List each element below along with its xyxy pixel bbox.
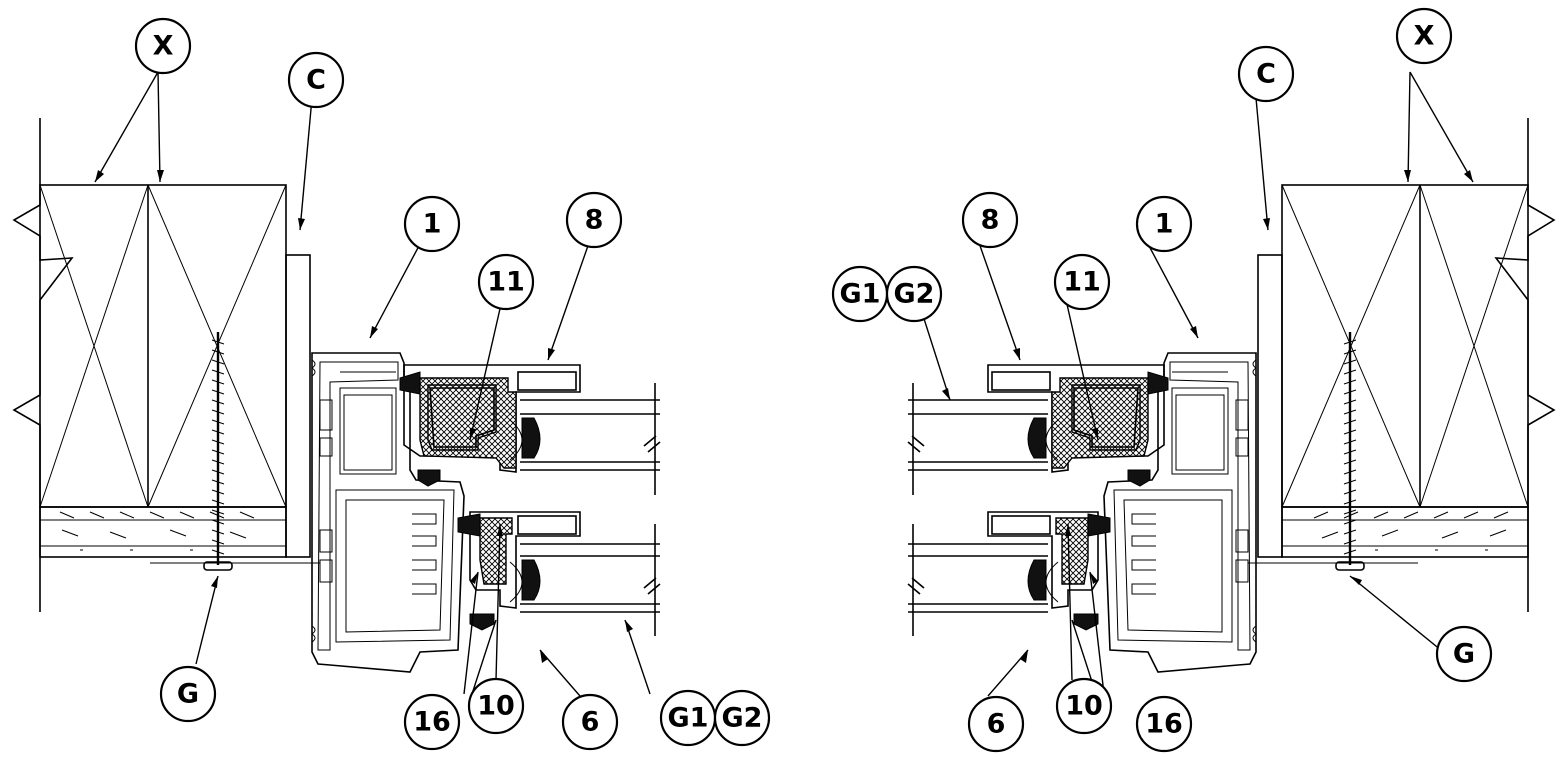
right-leaders — [917, 71, 1474, 697]
callout-x-label: X — [1414, 21, 1435, 52]
callout-g1-label: G1 — [668, 703, 709, 734]
callout-10-label: 10 — [1065, 691, 1103, 722]
callout-g2-label: G2 — [894, 279, 935, 310]
callout-x-left: X — [134, 17, 192, 75]
callout-x-label: X — [153, 31, 174, 62]
left-detail: X C 1 8 11 G 16 10 — [12, 17, 771, 751]
callout-6-right: 6 — [967, 695, 1025, 753]
callout-g1-left: G1 — [659, 689, 717, 747]
callout-g2-left: G2 — [713, 689, 771, 747]
callout-11-label: 11 — [487, 267, 525, 298]
left-leaders — [94, 71, 651, 697]
callout-11-left: 11 — [477, 253, 535, 311]
callout-c-right: C — [1237, 45, 1295, 103]
callout-g-label: G — [177, 679, 199, 710]
callout-1-right: 1 — [1135, 195, 1193, 253]
callout-10-right: 10 — [1055, 677, 1113, 735]
callout-1-left: 1 — [403, 195, 461, 253]
callout-8-right: 8 — [961, 191, 1019, 249]
callout-c-label: C — [306, 65, 326, 96]
callout-8-label: 8 — [585, 205, 604, 236]
callout-g2-right: G2 — [885, 265, 943, 323]
callout-1-label: 1 — [1155, 209, 1174, 240]
callout-g-left: G — [159, 665, 217, 723]
callout-g1-label: G1 — [840, 279, 881, 310]
callout-10-label: 10 — [477, 691, 515, 722]
callout-16-left: 16 — [403, 693, 461, 751]
callout-g1-right: G1 — [831, 265, 889, 323]
callout-8-left: 8 — [565, 191, 623, 249]
callout-x-right: X — [1395, 7, 1453, 65]
callout-11-right: 11 — [1053, 253, 1111, 311]
callout-11-label: 11 — [1063, 267, 1101, 298]
callout-g-right: G — [1435, 625, 1493, 683]
callout-8-label: 8 — [981, 205, 1000, 236]
callout-6-label: 6 — [987, 709, 1006, 740]
callout-16-right: 16 — [1135, 695, 1193, 753]
callout-1-label: 1 — [423, 209, 442, 240]
right-detail: X C 1 8 11 G1 G2 G — [831, 7, 1556, 753]
callout-10-left: 10 — [467, 677, 525, 735]
callout-c-left: C — [287, 51, 345, 109]
callout-6-label: 6 — [581, 707, 600, 738]
callout-16-label: 16 — [1145, 709, 1183, 740]
callout-g2-label: G2 — [722, 703, 763, 734]
callout-c-label: C — [1256, 59, 1276, 90]
callout-6-left: 6 — [561, 693, 619, 751]
callout-16-label: 16 — [413, 707, 451, 738]
callout-g-label: G — [1453, 639, 1475, 670]
